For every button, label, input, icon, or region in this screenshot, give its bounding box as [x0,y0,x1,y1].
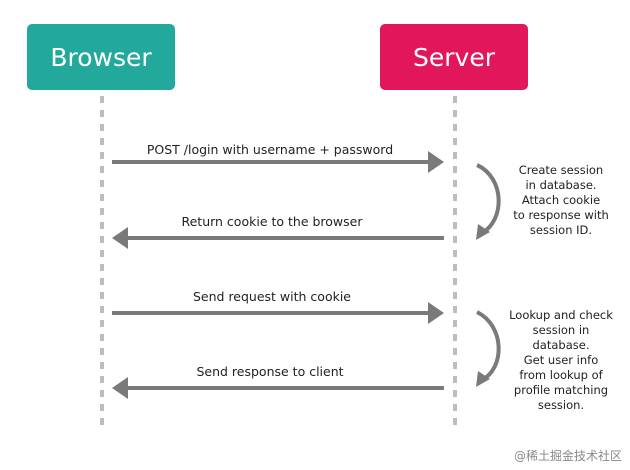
note-line: session. [537,398,585,412]
message-label-4: Send response to client [196,364,344,379]
note-line: Get user info [523,353,599,367]
watermark: @稀土掘金技术社区 [513,449,622,463]
processing-curve-arrowhead-1 [476,224,490,240]
server-label: Server [413,42,495,72]
note-line: database. [532,338,590,352]
browser-label: Browser [50,42,152,72]
message-label-3: Send request with cookie [192,289,352,304]
processing-curve-arrow-1 [476,163,501,235]
message-arrowhead-2 [112,227,128,249]
message-arrowhead-1 [428,151,444,173]
message-label-2: Return cookie to the browser [181,214,363,229]
note-line: session in [532,323,590,337]
message-arrowhead-4 [112,377,128,399]
server-actor: Server [380,24,528,90]
note-line: profile matching [513,383,609,397]
note-line: to response with [513,208,609,222]
message-label-1: POST /login with username + password [146,142,394,157]
note-line: Attach cookie [521,193,601,207]
note-line: session ID. [529,223,593,237]
note-line: Create session [518,163,604,177]
processing-curve-arrowhead-2 [476,371,490,387]
processing-curve-arrow-2 [475,310,501,382]
note-line: from lookup of [519,368,603,382]
note-line: Lookup and check [509,308,613,322]
note-line: in database. [525,178,597,192]
browser-actor: Browser [27,24,175,90]
message-arrowhead-3 [428,302,444,324]
